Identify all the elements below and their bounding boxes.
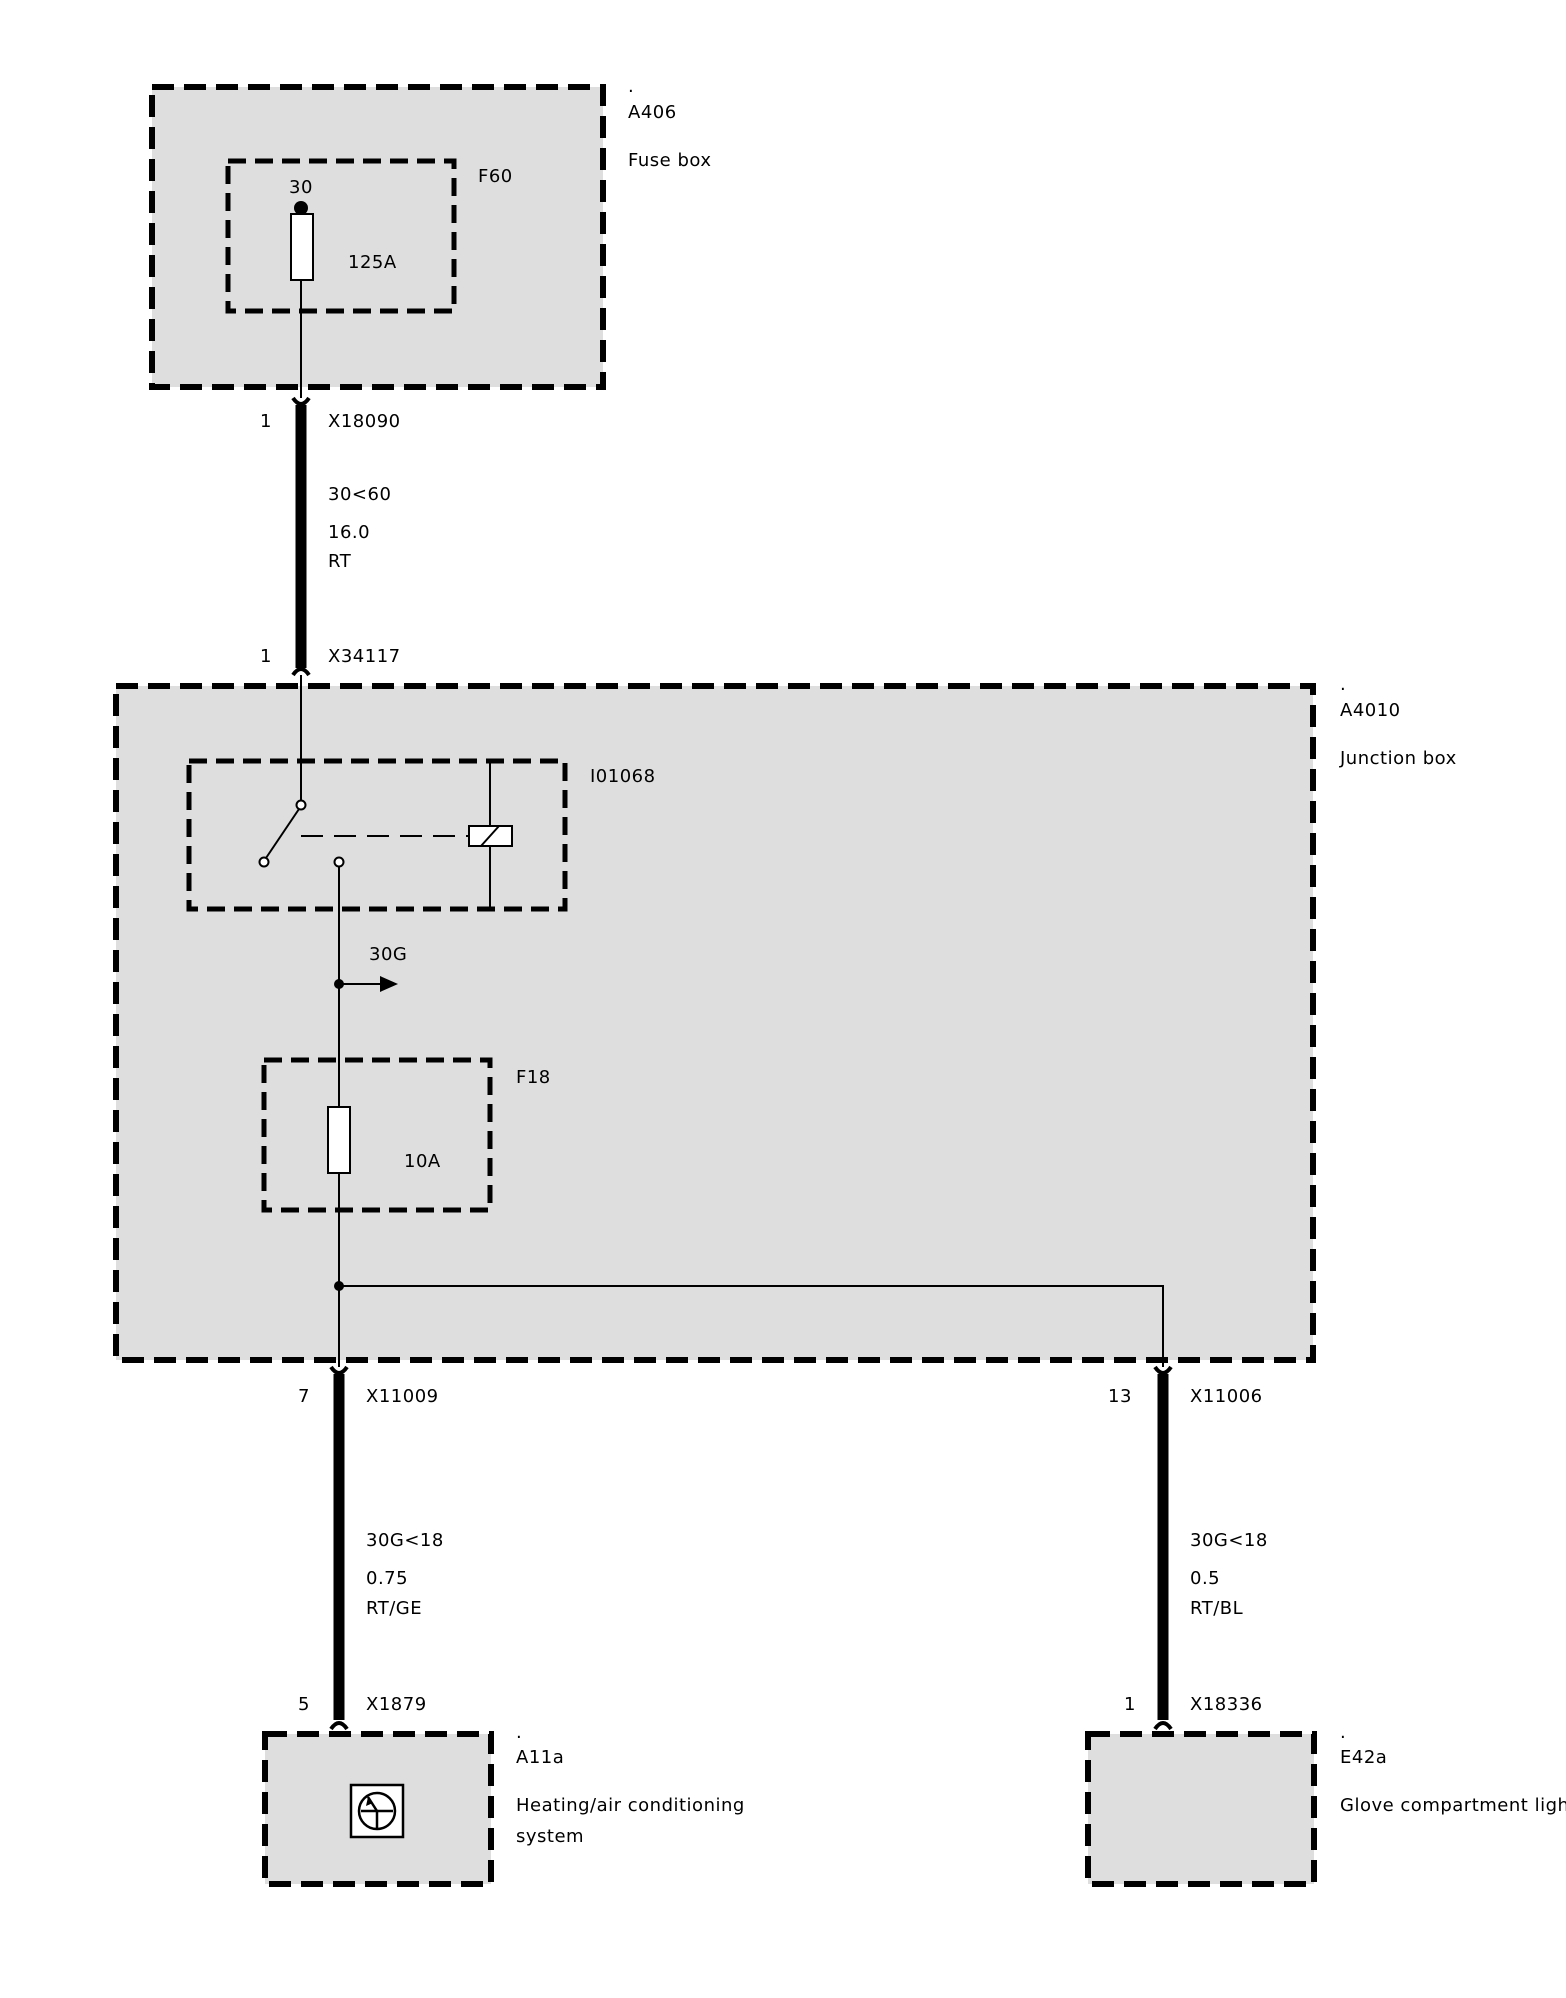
f18-id: F18	[516, 1067, 551, 1088]
x18090-id: X18090	[328, 411, 401, 432]
module-e42a: . E42a Glove compartment light	[1085, 1722, 1566, 1887]
relay-contact-common	[295, 799, 307, 811]
x11009-id: X11009	[366, 1386, 439, 1407]
connector-x34117: 1 X34117	[260, 646, 401, 677]
e42a-dot: .	[1340, 1722, 1346, 1743]
a4010-name: Junction box	[1339, 748, 1457, 769]
x11006-pin: 13	[1108, 1386, 1132, 1407]
a11a-dot: .	[516, 1722, 522, 1743]
fuse-10a-symbol	[327, 1106, 351, 1174]
w2-size: 0.75	[366, 1568, 408, 1589]
a11a-name-line1: Heating/air conditioning	[516, 1795, 745, 1816]
w1-circuit: 30<60	[328, 484, 391, 505]
fuse-box-a406: . A406 Fuse box F60 30 125A	[149, 76, 712, 398]
x18336-id: X18336	[1190, 1694, 1263, 1715]
a406-dot: .	[628, 76, 634, 97]
w3-color: RT/BL	[1190, 1598, 1243, 1619]
f60-terminal: 30	[289, 177, 313, 198]
x34117-pin: 1	[260, 646, 272, 667]
relay-switch-arm	[265, 808, 300, 859]
fuse-f18: F18 10A	[261, 1057, 551, 1213]
connector-x11006: 13 X11006	[1108, 1365, 1263, 1407]
relay-i01068: I01068	[186, 758, 656, 912]
x1879-id: X1879	[366, 1694, 427, 1715]
fuse-125a-symbol	[290, 213, 314, 281]
module-a11a: . A11a Heating/air conditioning system	[262, 1722, 745, 1887]
a406-name: Fuse box	[628, 150, 712, 171]
x1879-pin: 5	[298, 1694, 310, 1715]
w1-color: RT	[328, 551, 352, 572]
node-30g: 30G	[334, 944, 407, 992]
connector-x1879: 5 X1879	[298, 1694, 427, 1731]
wire-w1-labels: 30<60 16.0 RT	[328, 484, 391, 572]
a4010-id: A4010	[1340, 700, 1401, 721]
x11009-pin: 7	[298, 1386, 310, 1407]
a11a-name-line2: system	[516, 1826, 584, 1847]
x11006-id: X11006	[1190, 1386, 1263, 1407]
node-30g-label: 30G	[369, 944, 407, 965]
relay-contact-no	[333, 856, 345, 868]
f18-rating: 10A	[404, 1151, 441, 1172]
w1-size: 16.0	[328, 522, 370, 543]
w3-circuit: 30G<18	[1190, 1530, 1268, 1551]
a406-id: A406	[628, 102, 677, 123]
x18336-pin: 1	[1124, 1694, 1136, 1715]
wire-w2-labels: 30G<18 0.75 RT/GE	[366, 1530, 444, 1619]
e42a-id: E42a	[1340, 1747, 1387, 1768]
f60-id: F60	[478, 166, 513, 187]
wire-w3-labels: 30G<18 0.5 RT/BL	[1190, 1530, 1268, 1619]
e42a-name: Glove compartment light	[1340, 1795, 1566, 1816]
w3-size: 0.5	[1190, 1568, 1220, 1589]
x34117-id: X34117	[328, 646, 401, 667]
x18090-pin: 1	[260, 411, 272, 432]
control-module-icon	[349, 1783, 405, 1839]
arrow-right-icon	[380, 976, 398, 992]
connector-x18090: 1 X18090	[260, 396, 401, 432]
relay-contact-nc	[258, 856, 270, 868]
w2-circuit: 30G<18	[366, 1530, 444, 1551]
f60-rating: 125A	[348, 252, 397, 273]
connector-x11009: 7 X11009	[298, 1365, 439, 1407]
junction-box-a4010: . A4010 Junction box I01068 30G	[113, 674, 1457, 1367]
i01068-id: I01068	[590, 766, 656, 787]
a4010-dot: .	[1340, 674, 1346, 695]
w2-color: RT/GE	[366, 1598, 422, 1619]
connector-x18336: 1 X18336	[1124, 1694, 1263, 1731]
a11a-id: A11a	[516, 1747, 564, 1768]
